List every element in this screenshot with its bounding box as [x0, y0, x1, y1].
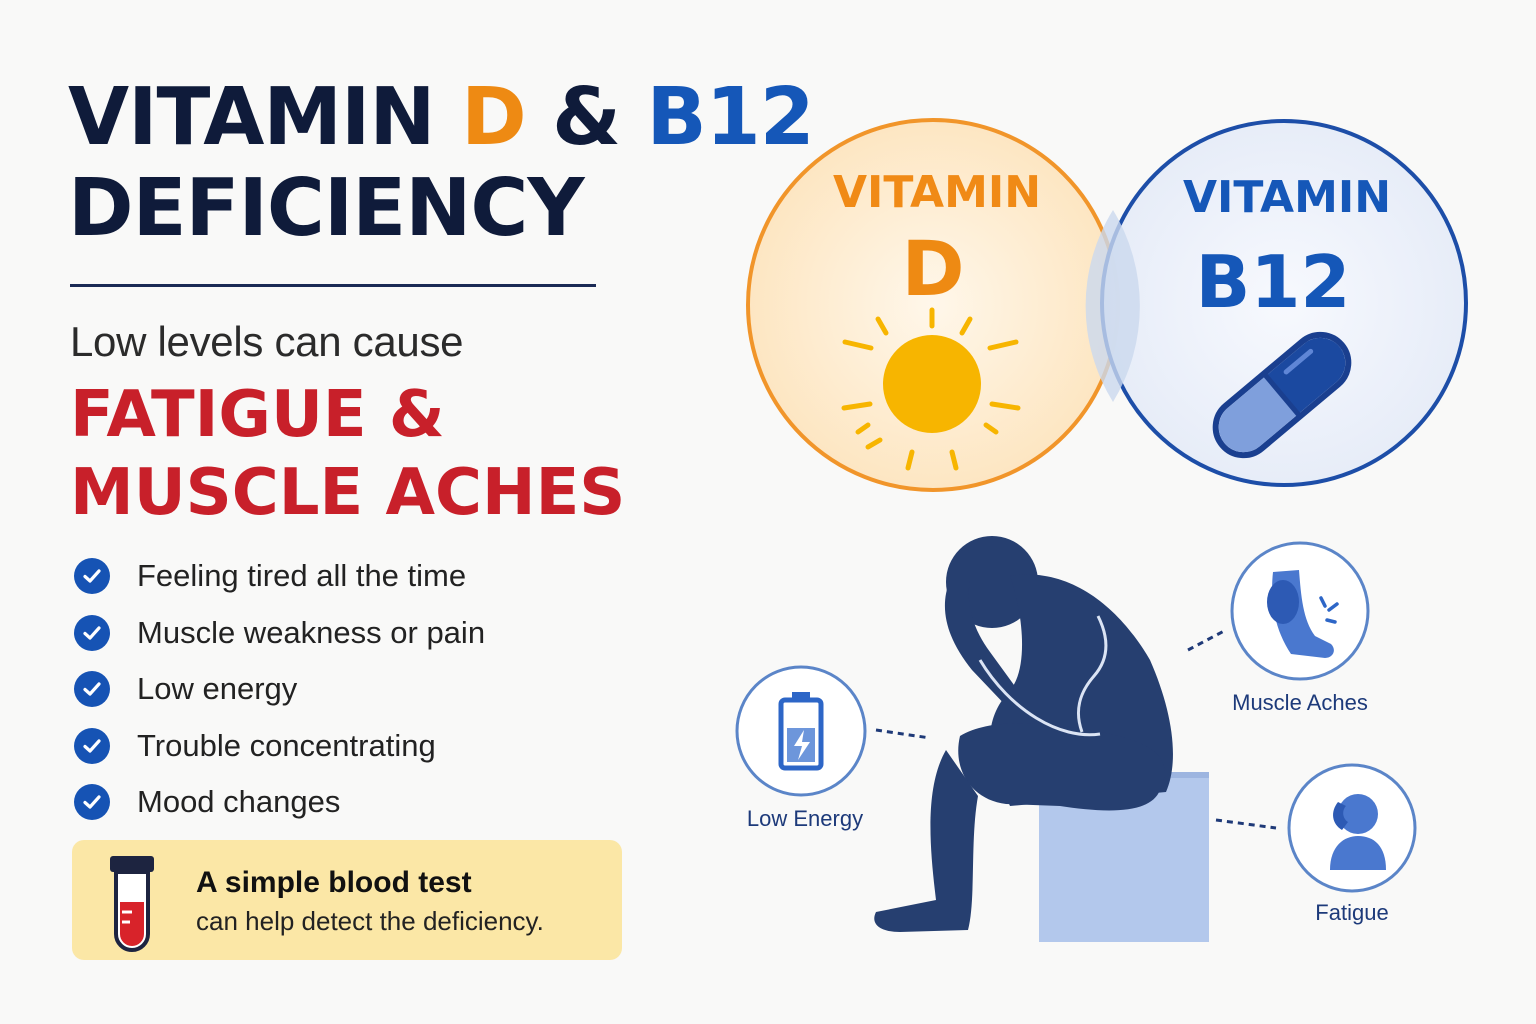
symptom-label: Low energy: [137, 671, 298, 707]
list-item: Trouble concentrating: [74, 718, 485, 775]
list-item: Muscle weakness or pain: [74, 605, 485, 662]
vitamin-d-word: VITAMIN: [833, 167, 1042, 218]
symptom-label: Mood changes: [137, 784, 341, 820]
headline-line2: MUSCLE ACHES: [70, 456, 626, 530]
sun-icon: [841, 307, 1021, 471]
list-item: Feeling tired all the time: [74, 548, 485, 605]
callout-title: A simple blood test: [196, 866, 472, 899]
title-line2: DEFICIENCY: [68, 162, 585, 254]
headline-line1: FATIGUE &: [70, 378, 445, 452]
list-item: Low energy: [74, 661, 485, 718]
title-prefix: VITAMIN: [68, 71, 462, 163]
callout-subtitle: can help detect the deficiency.: [196, 906, 544, 936]
blood-test-tube-icon: [110, 856, 154, 952]
venn-circles: [746, 118, 1468, 492]
muscle-aches-icon: [1230, 541, 1370, 681]
fatigue-icon: [1287, 763, 1417, 893]
check-icon: [74, 614, 110, 651]
title-vitamin-d: D: [461, 71, 527, 163]
tired-person-illustration: [874, 536, 1209, 942]
muscle-aches-label: Muscle Aches: [1232, 690, 1368, 715]
check-icon: [74, 784, 110, 821]
vitamin-b12-letter: B12: [1195, 240, 1351, 324]
capsule-icon: [1212, 331, 1352, 459]
symptom-list: Feeling tired all the time Muscle weakne…: [74, 548, 485, 831]
list-item: Mood changes: [74, 774, 485, 831]
symptom-label: Trouble concentrating: [137, 727, 436, 763]
blood-test-callout: A simple blood test can help detect the …: [72, 840, 622, 960]
headline: FATIGUE &MUSCLE ACHES: [70, 376, 625, 532]
vitamin-d-letter: D: [901, 224, 965, 313]
symptom-label: Feeling tired all the time: [137, 558, 467, 594]
check-icon: [74, 671, 110, 708]
title-ampersand: &: [525, 71, 647, 163]
low-energy-icon: [735, 665, 867, 797]
vitamin-venn-diagram: VITAMIN D VITAMIN B12: [740, 112, 1480, 512]
title-divider: [70, 284, 596, 287]
lead-text: Low levels can cause: [70, 318, 464, 365]
symptom-label: Muscle weakness or pain: [137, 614, 486, 650]
vitamin-b12-word: VITAMIN: [1183, 172, 1392, 223]
title-vitamin-b12: B12: [646, 71, 815, 163]
check-icon: [74, 558, 110, 595]
low-energy-label: Low Energy: [746, 806, 864, 831]
check-icon: [74, 727, 110, 764]
fatigue-label: Fatigue: [1315, 900, 1389, 925]
